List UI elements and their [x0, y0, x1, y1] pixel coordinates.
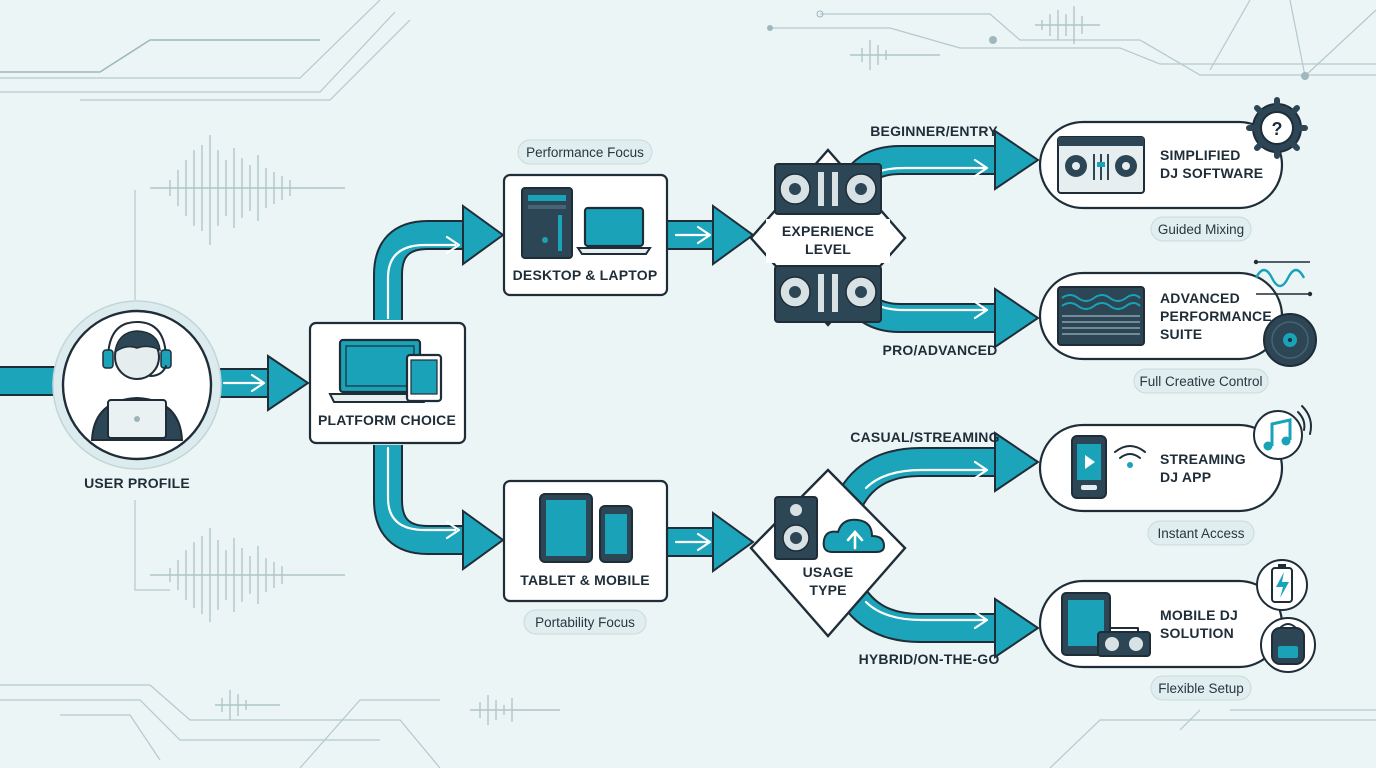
full-creative-control-tag: Full Creative Control	[1139, 374, 1262, 389]
dj-controller-icon	[774, 265, 882, 323]
tablet-mobile-label: TABLET & MOBILE	[520, 572, 650, 588]
branch-beginner-label: BEGINNER/ENTRY	[870, 123, 998, 139]
streaming-dj-app-node[interactable]: STREAMING DJ APP Instant Access	[1038, 405, 1312, 546]
svg-text:?: ?	[1272, 119, 1283, 139]
laptop-tablet-icon	[328, 338, 443, 403]
arrowhead	[994, 287, 1040, 349]
platform-choice-label: PLATFORM CHOICE	[318, 412, 456, 428]
instant-access-tag: Instant Access	[1157, 526, 1244, 541]
performance-focus-pill	[517, 139, 653, 165]
battery-icon	[1256, 559, 1308, 611]
usage-type-label-2: TYPE	[809, 582, 846, 598]
advanced-label-3: SUITE	[1160, 326, 1202, 342]
usage-type-label-1: USAGE	[803, 564, 854, 580]
pro-software-screen-icon	[1057, 286, 1145, 346]
advanced-performance-suite-node[interactable]: ADVANCED PERFORMANCE SUITE Full Creative…	[1038, 259, 1317, 394]
simplified-label-2: DJ SOFTWARE	[1160, 165, 1263, 181]
waveform-icon	[1253, 259, 1313, 297]
platform-choice-node[interactable]: PLATFORM CHOICE	[308, 321, 467, 445]
simplified-dj-software-node[interactable]: SIMPLIFIED DJ SOFTWARE ? Guided Mixing	[1038, 97, 1308, 242]
streaming-label-1: STREAMING	[1160, 451, 1246, 467]
instant-access-pill	[1147, 520, 1255, 546]
headset-user-icon	[90, 321, 184, 441]
flexible-setup-tag: Flexible Setup	[1158, 681, 1244, 696]
portability-focus-tag: Portability Focus	[535, 615, 635, 630]
arrowhead	[994, 597, 1040, 659]
experience-level-label-2: LEVEL	[805, 241, 851, 257]
tablet-icon	[539, 493, 593, 563]
branch-hybrid-label: HYBRID/ON-THE-GO	[859, 651, 1000, 667]
user-profile-node[interactable]: USER PROFILE	[52, 300, 222, 491]
cloud-upload-icon	[822, 518, 886, 553]
desktop-laptop-label: DESKTOP & LAPTOP	[513, 267, 658, 283]
mobile-dj-label-1: MOBILE DJ	[1160, 607, 1238, 623]
desktop-laptop-node[interactable]: Performance Focus DESKTOP & LAPTOP	[502, 139, 669, 297]
dj-controller-icon	[774, 163, 882, 215]
full-creative-control-pill	[1133, 368, 1269, 394]
guided-mixing-pill	[1150, 216, 1252, 242]
wifi-icon	[1114, 445, 1146, 468]
simplified-label-1: SIMPLIFIED	[1160, 147, 1241, 163]
performance-focus-tag: Performance Focus	[526, 145, 644, 160]
advanced-label-2: PERFORMANCE	[1160, 308, 1272, 324]
speaker-icon	[774, 496, 818, 560]
background-waveforms	[150, 6, 1100, 725]
mobile-dj-label-2: SOLUTION	[1160, 625, 1234, 641]
arrowhead	[267, 354, 310, 412]
flexible-setup-pill	[1150, 675, 1252, 701]
arrowhead	[712, 511, 755, 573]
laptop-icon	[576, 206, 652, 255]
branch-pro-label: PRO/ADVANCED	[883, 342, 998, 358]
arrowhead	[712, 204, 755, 266]
experience-level-node[interactable]: EXPERIENCE LEVEL	[749, 148, 907, 327]
arrowhead	[462, 509, 505, 571]
phone-play-icon	[1071, 435, 1107, 499]
user-profile-label: USER PROFILE	[84, 475, 190, 491]
tablet-controller-icon	[1061, 592, 1151, 657]
portability-focus-pill	[523, 609, 647, 635]
usage-type-node[interactable]: USAGE TYPE	[749, 468, 907, 638]
advanced-label-1: ADVANCED	[1160, 290, 1240, 306]
arrowhead	[994, 129, 1040, 191]
tablet-mobile-node[interactable]: TABLET & MOBILE Portability Focus	[502, 479, 669, 635]
question-gear-icon: ?	[1246, 97, 1308, 159]
arrowhead	[462, 204, 505, 266]
arrowhead	[994, 431, 1040, 493]
branch-casual-label: CASUAL/STREAMING	[850, 429, 999, 445]
experience-level-label-1: EXPERIENCE	[782, 223, 874, 239]
dj-software-screen-icon	[1057, 136, 1145, 194]
streaming-label-2: DJ APP	[1160, 469, 1211, 485]
mobile-dj-solution-node[interactable]: MOBILE DJ SOLUTION Flexible Setup	[1038, 559, 1316, 701]
desktop-tower-icon	[521, 187, 573, 259]
backpack-icon	[1260, 617, 1316, 673]
guided-mixing-tag: Guided Mixing	[1158, 222, 1244, 237]
music-note-icon	[1253, 405, 1312, 460]
vinyl-icon	[1263, 313, 1317, 367]
phone-icon	[599, 505, 633, 563]
